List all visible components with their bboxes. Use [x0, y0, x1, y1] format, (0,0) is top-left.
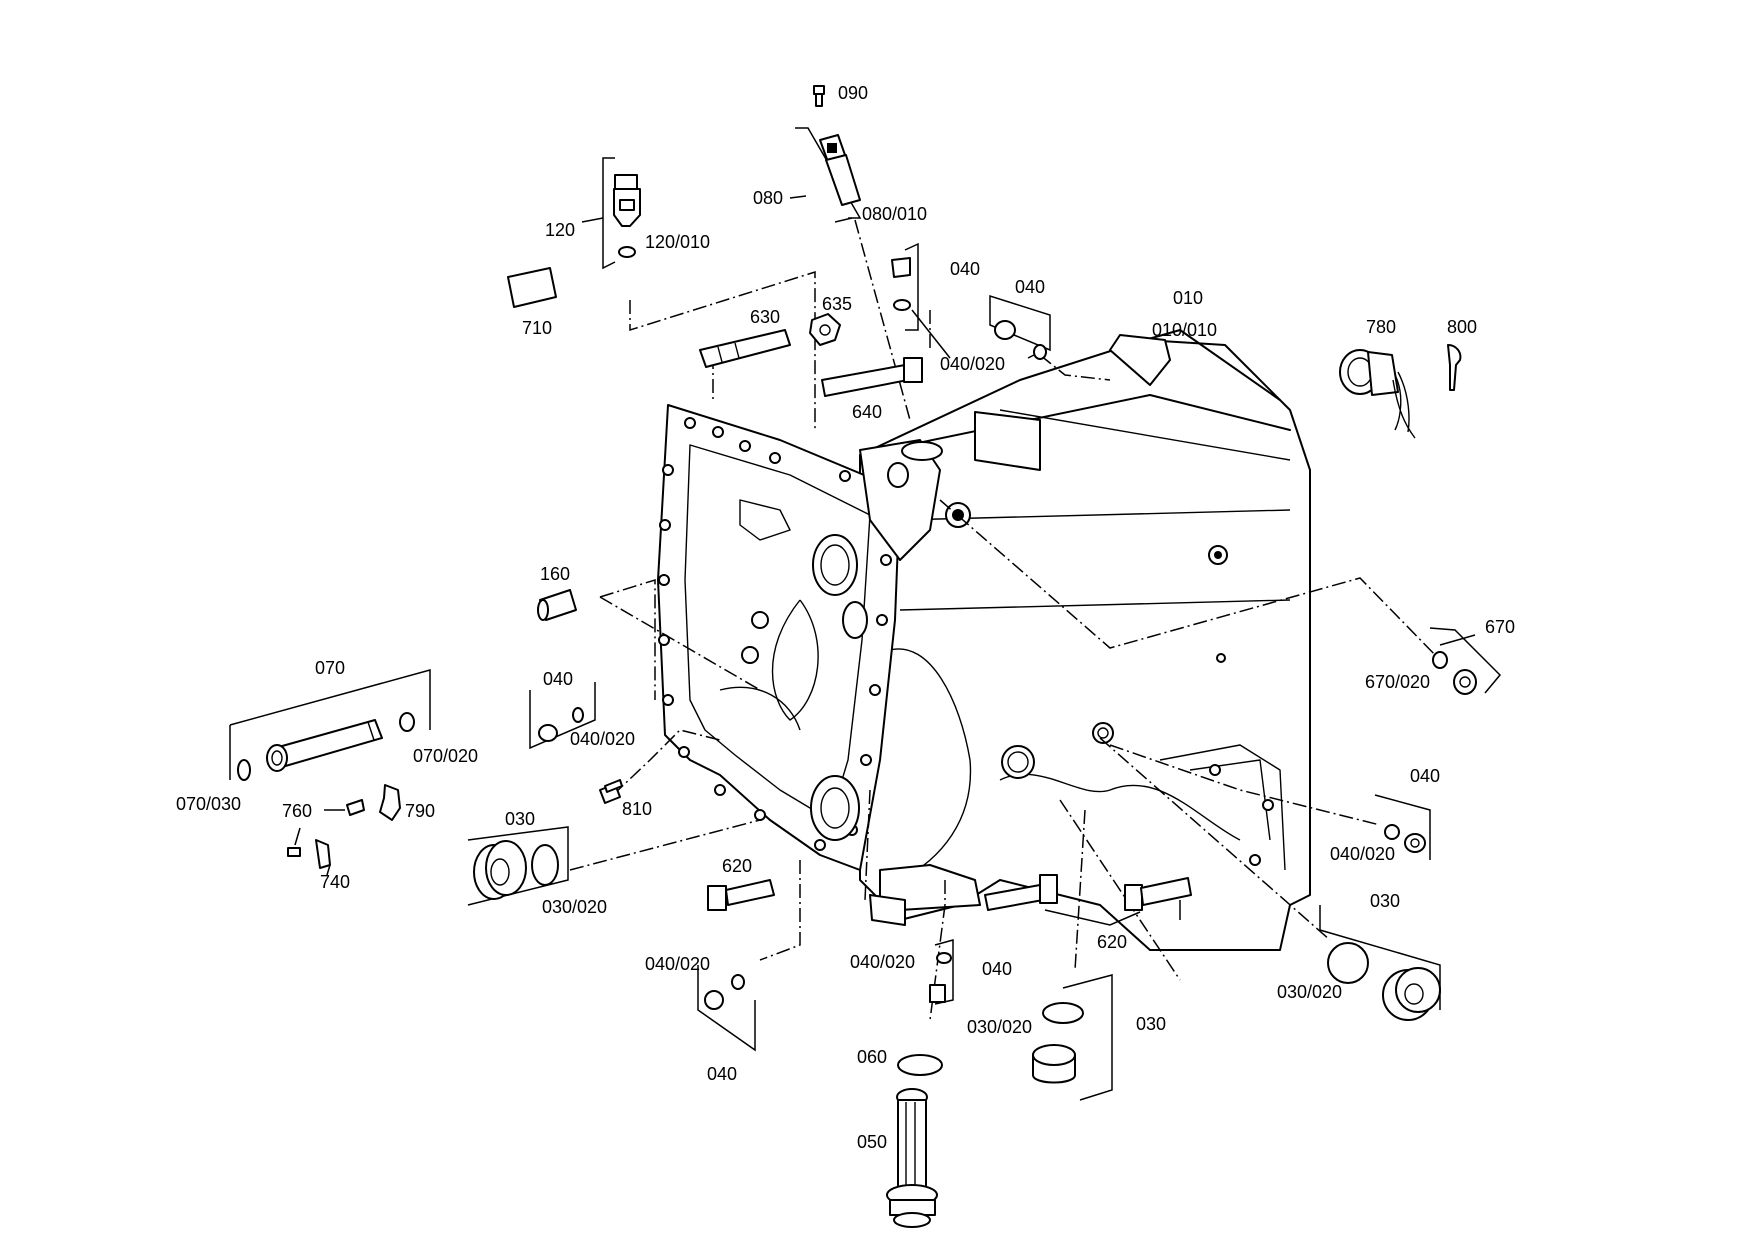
- callout-030-020-bottom: 030/020: [967, 1017, 1032, 1037]
- callout-630: 630: [750, 307, 780, 327]
- part-030-seal-bottom: [1032, 974, 1113, 1101]
- callout-010: 010: [1173, 288, 1203, 308]
- callout-760: 760: [282, 801, 312, 821]
- callout-790: 790: [405, 801, 435, 821]
- part-040-plug-bottom: [929, 939, 954, 1005]
- callout-160: 160: [540, 564, 570, 584]
- callout-070-030: 070/030: [176, 794, 241, 814]
- callout-030-left: 030: [505, 809, 535, 829]
- explosion-center-lines: [569, 219, 1441, 1021]
- callout-710: 710: [522, 318, 552, 338]
- part-030-seal-right: [1319, 905, 1441, 1021]
- part-760-790-740-fittings: [287, 784, 401, 876]
- flange-bolt-holes: [658, 417, 892, 851]
- callout-040-right: 040: [1410, 766, 1440, 786]
- callout-040-bottom: 040: [982, 959, 1012, 979]
- callout-040-top-right: 040: [1015, 277, 1045, 297]
- part-080-sensor: [795, 127, 862, 223]
- part-160-pin: [537, 589, 577, 621]
- part-040-plug-top-right: [989, 294, 1051, 360]
- callout-040-020-bottom: 040/020: [850, 952, 915, 972]
- part-070-tube: [229, 669, 431, 781]
- callout-090: 090: [838, 83, 868, 103]
- part-030-seal-left: [467, 826, 569, 906]
- callout-060: 060: [857, 1047, 887, 1067]
- part-120-sensor: [602, 157, 641, 270]
- callout-080-010: 080/010: [862, 204, 927, 224]
- callout-040-020-top: 040/020: [940, 354, 1005, 374]
- part-060-oring: [897, 1054, 943, 1076]
- callout-030-bottom: 030: [1136, 1014, 1166, 1034]
- part-810-screw: [599, 779, 623, 804]
- callout-670-020: 670/020: [1365, 672, 1430, 692]
- part-040-plug-bottom-left: [697, 965, 756, 1052]
- part-710-plate: [507, 267, 557, 308]
- callout-070-020: 070/020: [413, 746, 478, 766]
- callout-040-top: 040: [950, 259, 980, 279]
- transmission-housing: [657, 329, 1311, 951]
- part-630-pin: [699, 329, 791, 368]
- part-640-bolt: [821, 357, 923, 397]
- callout-030-020-right: 030/020: [1277, 982, 1342, 1002]
- callout-620-left: 620: [722, 856, 752, 876]
- part-780-connector: [1339, 349, 1416, 439]
- leader-lines: [581, 195, 1476, 920]
- part-040-plug-left: [529, 682, 596, 750]
- callout-040-bottom-left: 040: [707, 1064, 737, 1084]
- callout-640: 640: [852, 402, 882, 422]
- callout-labels: 090 080 080/010 120 120/010 710 630 635 …: [176, 83, 1515, 1152]
- callout-740: 740: [320, 872, 350, 892]
- callout-070: 070: [315, 658, 345, 678]
- part-040-plug-top: [891, 242, 951, 359]
- callout-080: 080: [753, 188, 783, 208]
- callout-030-right: 030: [1370, 891, 1400, 911]
- callout-670: 670: [1485, 617, 1515, 637]
- part-050-filter: [886, 1088, 938, 1228]
- part-090-screw: [813, 85, 825, 107]
- callout-050: 050: [857, 1132, 887, 1152]
- callout-780: 780: [1366, 317, 1396, 337]
- part-800-clip: [1447, 344, 1462, 391]
- callout-040-020-left: 040/020: [570, 729, 635, 749]
- part-620-bolt-right: [984, 874, 1192, 926]
- callout-120: 120: [545, 220, 575, 240]
- part-620-bolt-left: [707, 879, 775, 911]
- callout-120-010: 120/010: [645, 232, 710, 252]
- part-040-plug-right: [1374, 794, 1431, 860]
- part-670-plug: [1429, 627, 1502, 695]
- callout-030-020-left: 030/020: [542, 897, 607, 917]
- callout-635: 635: [822, 294, 852, 314]
- callout-620-right: 620: [1097, 932, 1127, 952]
- callout-040-left: 040: [543, 669, 573, 689]
- callout-010-010: 010/010: [1152, 320, 1217, 340]
- part-635-nut: [809, 313, 841, 346]
- callout-040-020-bottom-left: 040/020: [645, 954, 710, 974]
- callout-040-020-right: 040/020: [1330, 844, 1395, 864]
- callout-810: 810: [622, 799, 652, 819]
- callout-800: 800: [1447, 317, 1477, 337]
